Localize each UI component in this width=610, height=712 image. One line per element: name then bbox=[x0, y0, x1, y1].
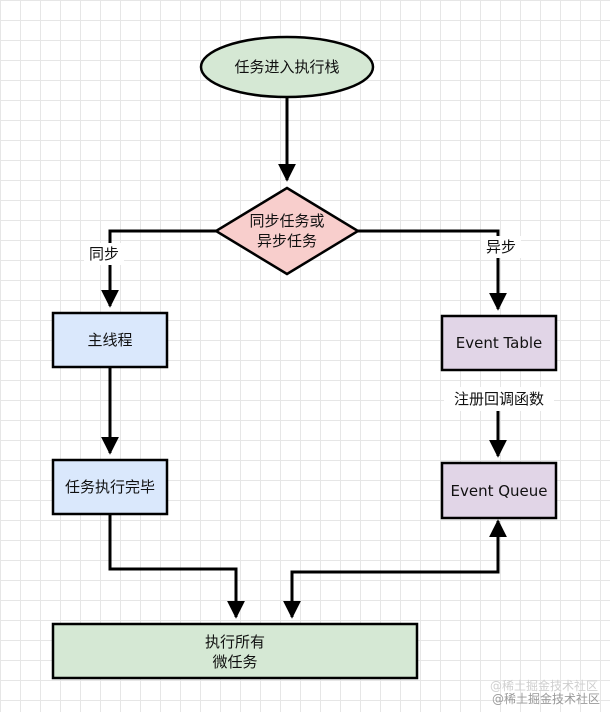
main-thread-box bbox=[51, 311, 169, 369]
register-callback-edge-label: 注册回调函数 bbox=[454, 390, 544, 408]
microtasks-label-line1: 执行所有 bbox=[205, 633, 265, 651]
task-done-node: 任务执行完毕 bbox=[51, 458, 169, 516]
event-queue-box bbox=[440, 461, 558, 520]
decision-node: 同步任务或 异步任务 bbox=[213, 186, 361, 276]
task-done-label: 任务执行完毕 bbox=[65, 478, 155, 496]
watermark: @稀土掘金技术社区 @稀土掘金技术社区 bbox=[490, 678, 600, 706]
decision-label-line1: 同步任务或 bbox=[249, 212, 324, 230]
edge-decision-to-event-table bbox=[358, 229, 507, 311]
watermark-line2: @稀土掘金技术社区 bbox=[492, 691, 600, 706]
main-thread-node: 主线程 bbox=[51, 311, 169, 369]
start-ellipse bbox=[199, 35, 375, 99]
event-table-label: Event Table bbox=[456, 334, 543, 352]
event-table-box bbox=[440, 314, 558, 372]
main-thread-label: 主线程 bbox=[87, 331, 132, 349]
task-done-box bbox=[51, 458, 169, 516]
watermark-line1: @稀土掘金技术社区 bbox=[490, 678, 598, 693]
event-table-node: Event Table bbox=[440, 314, 558, 372]
microtasks-box bbox=[51, 622, 419, 680]
event-queue-node: Event Queue bbox=[440, 461, 558, 520]
edge-labels: 同步 异步 注册回调函数 bbox=[84, 236, 554, 411]
microtasks-label-line2: 微任务 bbox=[212, 653, 257, 671]
edges bbox=[101, 97, 507, 619]
decision-diamond bbox=[213, 186, 361, 276]
event-queue-label: Event Queue bbox=[450, 482, 547, 500]
async-edge-label: 异步 bbox=[486, 238, 516, 256]
edge-task-done-to-microtasks bbox=[108, 514, 245, 619]
sync-edge-label: 同步 bbox=[89, 245, 119, 263]
microtasks-node: 执行所有 微任务 bbox=[51, 622, 419, 680]
edge-microtasks-event-queue-bidirectional bbox=[283, 519, 507, 619]
start-node: 任务进入执行栈 bbox=[199, 35, 375, 99]
edge-decision-to-main-thread bbox=[101, 229, 216, 308]
decision-label-line2: 异步任务 bbox=[257, 232, 317, 250]
start-label: 任务进入执行栈 bbox=[234, 58, 339, 76]
